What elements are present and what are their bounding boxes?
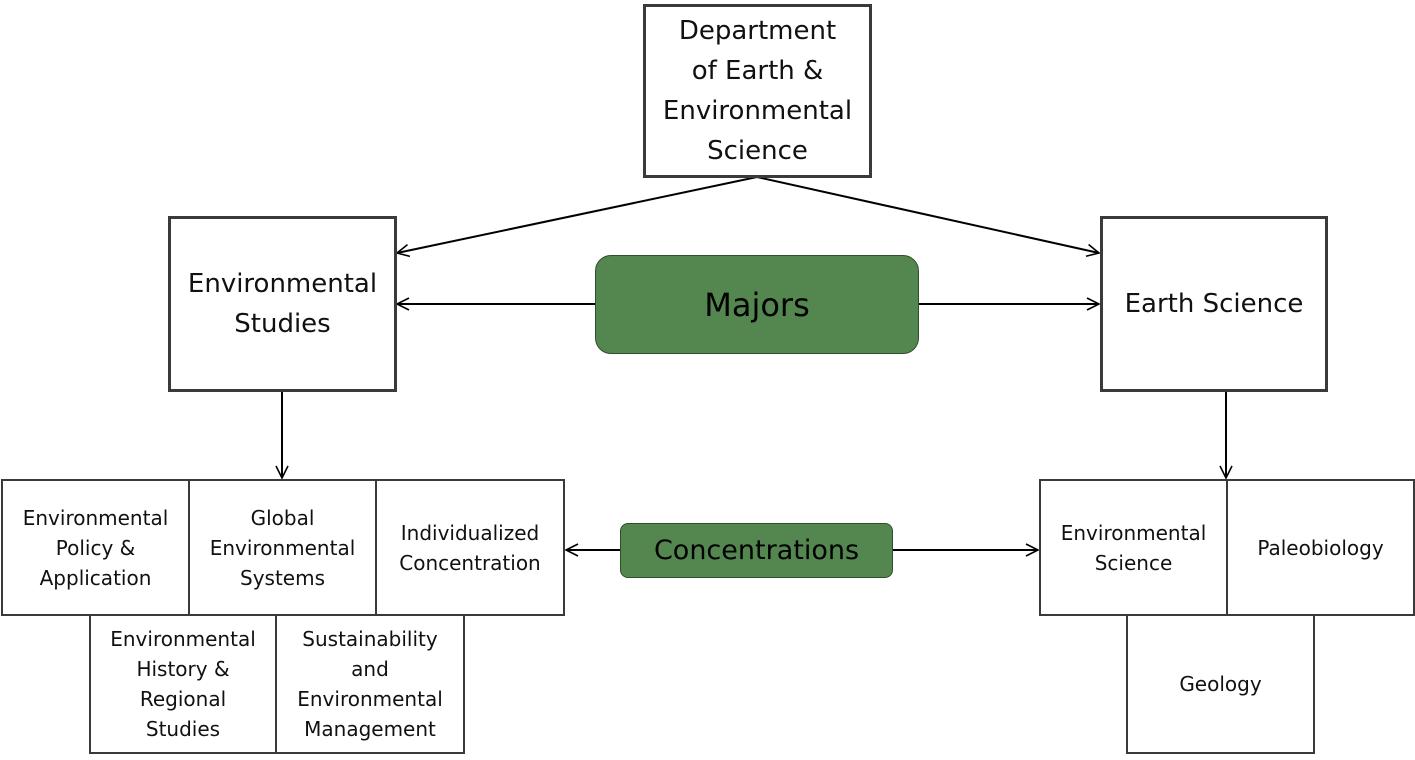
concentration-label: Global Environmental Systems	[209, 505, 356, 590]
concentration-environmental-science: Environmental Science	[1039, 479, 1228, 616]
concentration-label: Environmental Policy & Application	[22, 505, 169, 590]
concentration-label: Environmental History & Regional Studies	[110, 627, 256, 741]
concentration-global-environmental-systems: Global Environmental Systems	[188, 479, 377, 616]
concentration-geology: Geology	[1126, 614, 1315, 754]
concentration-environmental-policy-application: Environmental Policy & Application	[1, 479, 190, 616]
concentration-individualized-concentration: Individualized Concentration	[375, 479, 565, 616]
concentrations-label-box: Concentrations	[620, 523, 893, 578]
department-box: Department of Earth & Environmental Scie…	[643, 4, 872, 178]
concentration-paleobiology: Paleobiology	[1226, 479, 1415, 616]
majors-label: Majors	[704, 285, 810, 324]
arrow-department-to-earth-science	[756, 176, 1099, 253]
majors-label-box: Majors	[595, 255, 919, 354]
earth-science-major-label: Earth Science	[1124, 289, 1304, 319]
earth-science-major-box: Earth Science	[1100, 216, 1328, 392]
concentration-label: Paleobiology	[1257, 535, 1384, 560]
concentration-label: Individualized Concentration	[399, 520, 541, 575]
environmental-studies-major-box: Environmental Studies	[168, 216, 397, 392]
concentration-sustainability-environmental-management: Sustainability and Environmental Managem…	[275, 614, 465, 754]
arrow-department-to-environmental-studies	[397, 176, 758, 253]
concentrations-label: Concentrations	[653, 535, 860, 566]
concentration-label: Environmental Science	[1060, 520, 1207, 575]
concentration-label: Geology	[1179, 672, 1262, 696]
concentration-label: Sustainability and Environmental Managem…	[297, 627, 443, 741]
department-label: Department of Earth & Environmental Scie…	[662, 16, 853, 166]
concentration-environmental-history-regional-studies: Environmental History & Regional Studies	[89, 614, 277, 754]
environmental-studies-major-label: Environmental Studies	[187, 269, 378, 339]
